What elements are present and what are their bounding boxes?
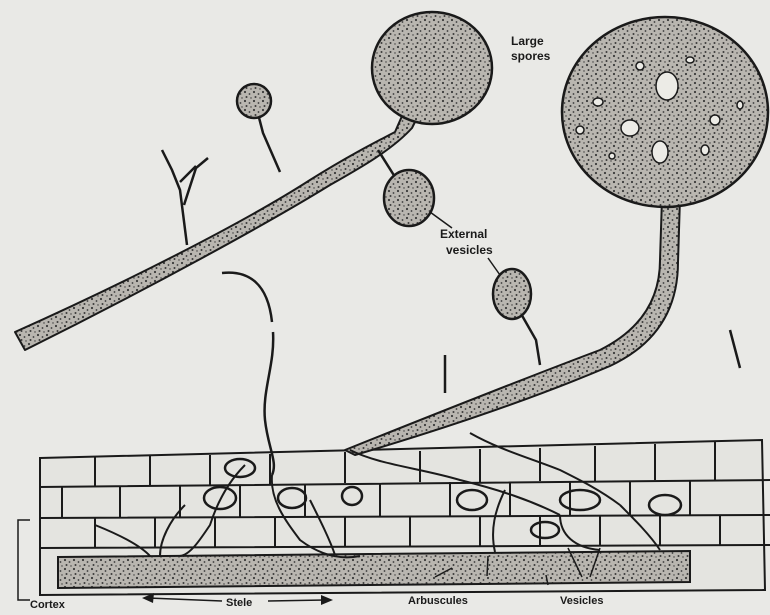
label-stele: Stele	[226, 597, 252, 609]
upper-hypha	[15, 109, 420, 350]
label-arbuscules: Arbuscules	[408, 595, 468, 607]
stele-band	[58, 551, 690, 588]
external-vesicle-lower	[493, 269, 531, 319]
small-spore-left	[237, 84, 271, 118]
external-vesicle-upper	[384, 170, 434, 226]
label-large-spores-line1: Large	[511, 34, 544, 48]
large-spore-right	[562, 17, 768, 207]
large-spore-upper	[372, 12, 492, 124]
label-cortex: Cortex	[30, 599, 66, 611]
label-large-spores-line2: spores	[511, 49, 551, 63]
label-external-vesicles-line1: External	[440, 227, 487, 241]
label-vesicles: Vesicles	[560, 595, 603, 607]
label-external-vesicles-line2: vesicles	[446, 243, 493, 257]
lower-hypha	[345, 198, 680, 455]
